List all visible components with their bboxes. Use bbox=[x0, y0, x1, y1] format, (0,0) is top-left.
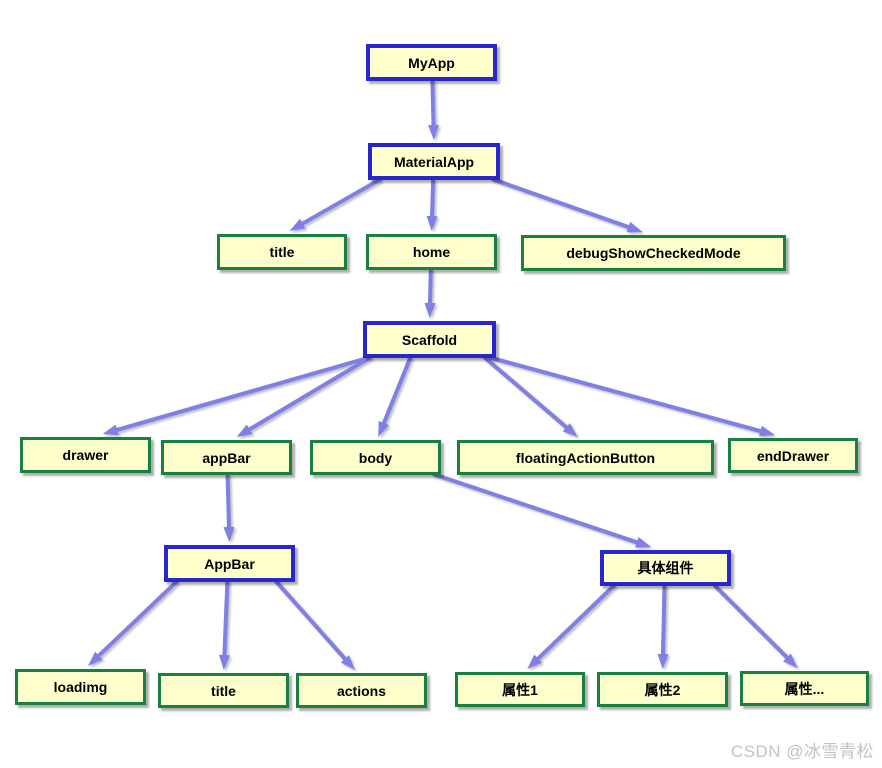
node-home-property: home bbox=[366, 234, 497, 270]
node-label: title bbox=[269, 244, 295, 260]
node-floatingactionbutton: floatingActionButton bbox=[457, 440, 714, 475]
node-scaffold: Scaffold bbox=[363, 321, 496, 358]
node-myapp: MyApp bbox=[366, 44, 497, 81]
node-label: 属性1 bbox=[502, 681, 538, 698]
node-appbar-property: appBar bbox=[161, 440, 292, 475]
node-label: Scaffold bbox=[401, 331, 458, 348]
node-label: actions bbox=[336, 682, 386, 699]
node-label: loadimg bbox=[53, 679, 108, 695]
node-title-property: title bbox=[217, 234, 347, 270]
node-concrete-widget: 具体组件 bbox=[600, 550, 731, 586]
node-label: MaterialApp bbox=[393, 153, 475, 170]
node-attribute-1: 属性1 bbox=[455, 672, 585, 707]
node-loadimg-property: loadimg bbox=[15, 669, 146, 705]
node-drawer-property: drawer bbox=[20, 437, 151, 473]
node-label: 属性... bbox=[784, 680, 825, 697]
node-debugshowcheckedmode: debugShowCheckedMode bbox=[521, 235, 786, 271]
node-appbar-widget: AppBar bbox=[164, 545, 295, 582]
node-label: debugShowCheckedMode bbox=[566, 245, 741, 261]
node-attribute-more: 属性... bbox=[740, 671, 869, 706]
node-label: title bbox=[211, 682, 236, 699]
node-attribute-2: 属性2 bbox=[597, 672, 728, 707]
node-label: 属性2 bbox=[644, 681, 681, 698]
node-label: AppBar bbox=[204, 555, 255, 572]
node-appbar-title-property: title bbox=[158, 673, 289, 708]
node-body-property: body bbox=[310, 440, 441, 475]
node-label: 具体组件 bbox=[637, 560, 694, 576]
node-label: appBar bbox=[202, 449, 251, 466]
node-label: MyApp bbox=[408, 54, 455, 71]
node-label: floatingActionButton bbox=[515, 449, 656, 466]
node-enddrawer-property: endDrawer bbox=[728, 438, 858, 473]
watermark-text: CSDN @冰雪青松 bbox=[730, 742, 874, 761]
node-label: drawer bbox=[62, 447, 109, 463]
node-materialapp: MaterialApp bbox=[368, 143, 500, 180]
node-actions-property: actions bbox=[296, 673, 427, 708]
node-label: home bbox=[412, 244, 451, 260]
node-label: endDrawer bbox=[756, 447, 830, 464]
node-label: body bbox=[358, 449, 393, 466]
